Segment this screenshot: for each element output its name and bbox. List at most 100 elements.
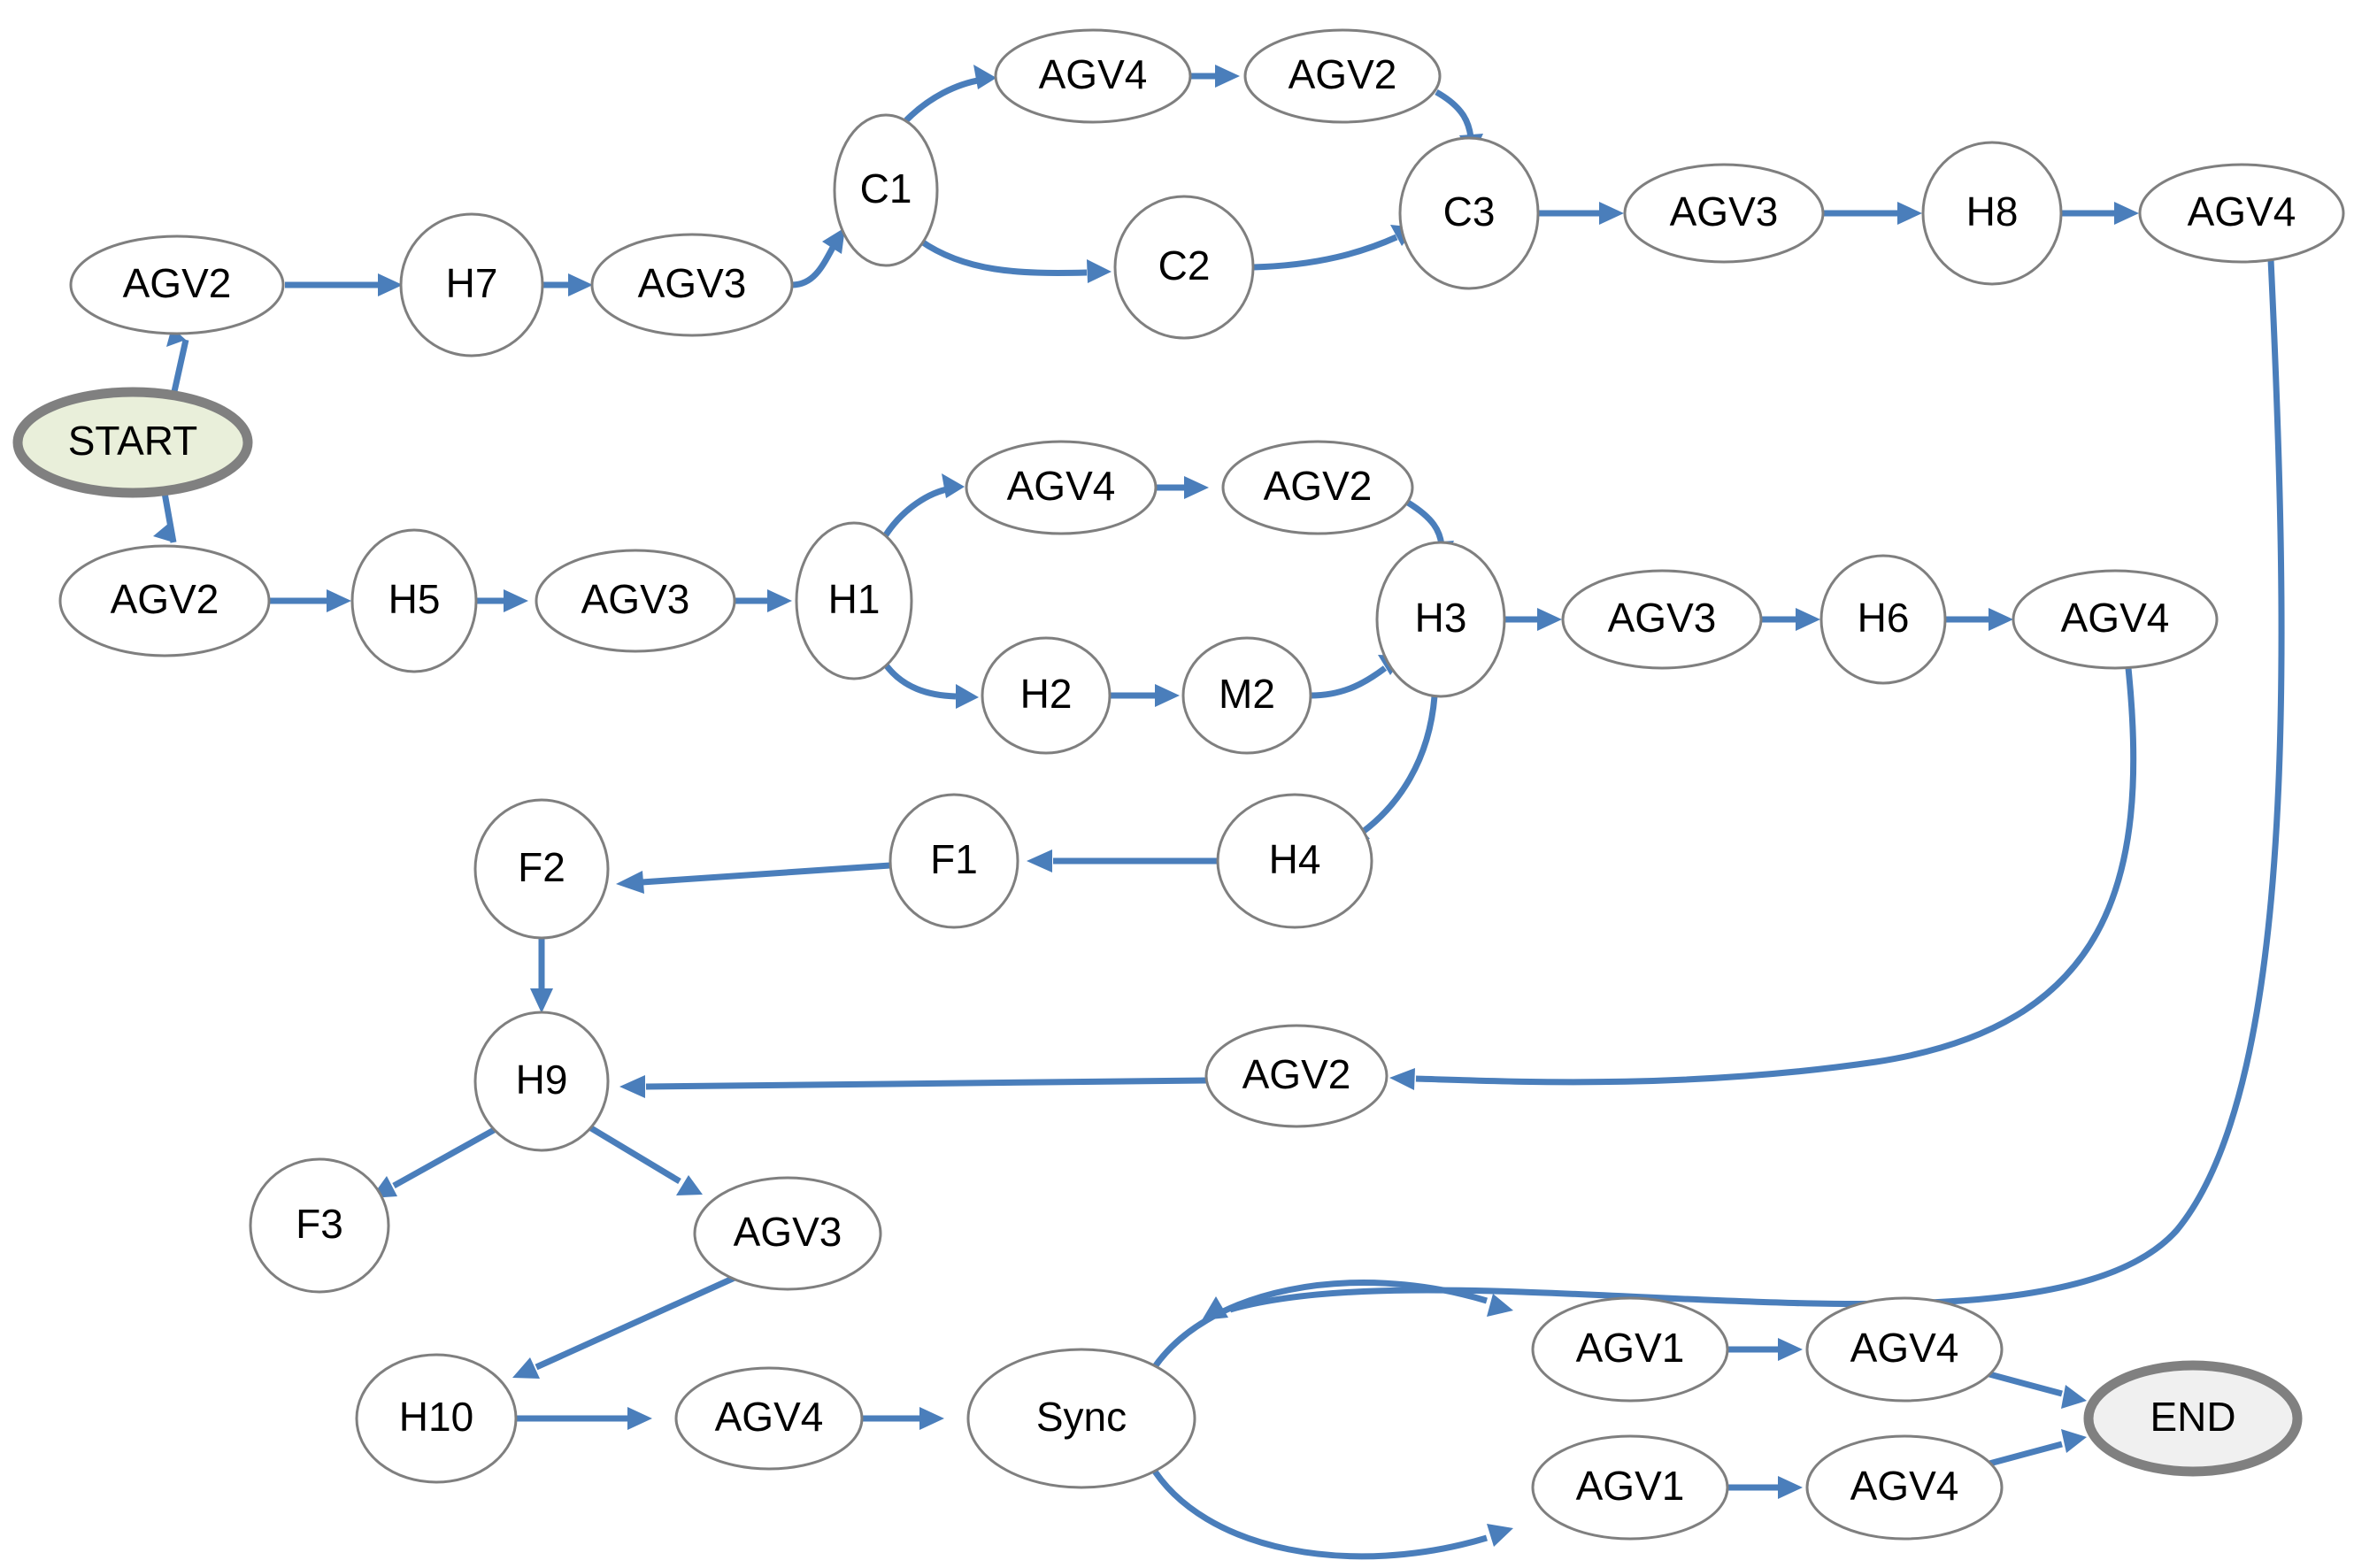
- arrowhead-icon: [2061, 1429, 2087, 1453]
- arrowhead-icon: [568, 273, 593, 296]
- node-agv2_r1[interactable]: AGV2: [69, 234, 285, 335]
- arrowhead-icon: [676, 1175, 703, 1195]
- arrowhead-icon: [1027, 849, 1052, 872]
- node-h1[interactable]: H1: [795, 521, 913, 680]
- node-shape-agv2_r3[interactable]: [1204, 1024, 1389, 1128]
- node-shape-agv1_b[interactable]: [1531, 1434, 1729, 1541]
- node-shape-agv3_r1[interactable]: [590, 233, 794, 337]
- node-shape-f1[interactable]: [889, 793, 1019, 929]
- node-shape-end[interactable]: [2083, 1360, 2303, 1477]
- node-shape-c3[interactable]: [1398, 136, 1540, 290]
- node-shape-h1[interactable]: [795, 521, 913, 680]
- node-f1[interactable]: F1: [889, 793, 1019, 929]
- node-f2[interactable]: F2: [473, 798, 610, 940]
- node-h4[interactable]: H4: [1216, 793, 1373, 929]
- node-h10[interactable]: H10: [355, 1353, 518, 1484]
- arrowhead-icon: [2061, 1385, 2087, 1409]
- node-shape-agv3_r2b[interactable]: [1561, 569, 1763, 670]
- node-shape-c2[interactable]: [1113, 195, 1255, 340]
- edge-agv1_b-to-agv4_b: [1727, 1476, 1803, 1499]
- node-h9[interactable]: H9: [473, 1011, 610, 1152]
- node-agv4_b[interactable]: AGV4: [1805, 1434, 2004, 1541]
- node-shape-agv4_r3[interactable]: [674, 1366, 864, 1471]
- node-shape-agv3_r3[interactable]: [693, 1176, 882, 1291]
- node-agv3_r1b[interactable]: AGV3: [1623, 163, 1825, 264]
- node-agv3_r2[interactable]: AGV3: [535, 549, 736, 653]
- node-shape-h2[interactable]: [981, 636, 1112, 755]
- node-shape-sync[interactable]: [966, 1348, 1196, 1489]
- node-agv4_r3[interactable]: AGV4: [674, 1366, 864, 1471]
- node-shape-agv4_a[interactable]: [1805, 1296, 2004, 1403]
- node-shape-h4[interactable]: [1216, 793, 1373, 929]
- node-agv4_a[interactable]: AGV4: [1805, 1296, 2004, 1403]
- node-agv2_r2[interactable]: AGV2: [58, 544, 271, 657]
- node-agv2_t2[interactable]: AGV2: [1221, 440, 1414, 535]
- node-agv3_r3[interactable]: AGV3: [693, 1176, 882, 1291]
- node-shape-agv2_t1[interactable]: [1243, 28, 1442, 124]
- node-agv4_r1end[interactable]: AGV4: [2138, 163, 2345, 264]
- node-shape-agv2_t2[interactable]: [1221, 440, 1414, 535]
- node-c3[interactable]: C3: [1398, 136, 1540, 290]
- node-shape-agv1_a[interactable]: [1531, 1296, 1729, 1403]
- edge-start-to-agv2_r1: [166, 327, 189, 396]
- node-agv4_r2end[interactable]: AGV4: [2012, 569, 2219, 670]
- node-m2[interactable]: M2: [1181, 636, 1312, 755]
- node-h2[interactable]: H2: [981, 636, 1112, 755]
- node-shape-f3[interactable]: [249, 1157, 390, 1294]
- node-shape-h8[interactable]: [1921, 141, 2063, 286]
- arrowhead-icon: [2114, 202, 2139, 225]
- node-shape-agv2_r1[interactable]: [69, 234, 285, 335]
- node-c2[interactable]: C2: [1113, 195, 1255, 340]
- node-shape-agv4_t2[interactable]: [965, 440, 1158, 535]
- node-shape-f2[interactable]: [473, 798, 610, 940]
- node-shape-h7[interactable]: [399, 212, 544, 357]
- node-shape-agv3_r2[interactable]: [535, 549, 736, 653]
- node-shape-agv4_b[interactable]: [1805, 1434, 2004, 1541]
- node-h7[interactable]: H7: [399, 212, 544, 357]
- node-shape-h9[interactable]: [473, 1011, 610, 1152]
- arrowhead-icon: [1897, 202, 1922, 225]
- node-agv4_t1[interactable]: AGV4: [994, 28, 1192, 124]
- node-shape-c1[interactable]: [833, 113, 939, 267]
- edge-h7-to-agv3_r1: [543, 273, 593, 296]
- node-shape-start[interactable]: [12, 387, 253, 498]
- node-h5[interactable]: H5: [350, 528, 478, 673]
- node-shape-h6[interactable]: [1819, 554, 1947, 685]
- edge-h6-to-agv4_r2end: [1945, 608, 2013, 631]
- edge-agv4_r2end-to-agv2_r3: [1389, 667, 2137, 1090]
- arrowhead-icon: [919, 1407, 944, 1430]
- node-shape-h5[interactable]: [350, 528, 478, 673]
- edge-agv4_a-to-end: [1989, 1371, 2087, 1409]
- node-shape-agv4_r2end[interactable]: [2012, 569, 2219, 670]
- node-sync[interactable]: Sync: [966, 1348, 1196, 1489]
- node-shape-h3[interactable]: [1375, 541, 1506, 698]
- node-shape-agv4_r1end[interactable]: [2138, 163, 2345, 264]
- edge-f2-to-h9: [530, 938, 553, 1013]
- node-h6[interactable]: H6: [1819, 554, 1947, 685]
- node-end[interactable]: END: [2083, 1360, 2303, 1477]
- node-shape-m2[interactable]: [1181, 636, 1312, 755]
- node-agv2_r3[interactable]: AGV2: [1204, 1024, 1389, 1128]
- node-f3[interactable]: F3: [249, 1157, 390, 1294]
- node-agv4_t2[interactable]: AGV4: [965, 440, 1158, 535]
- arrowhead-icon: [616, 871, 644, 894]
- node-h3[interactable]: H3: [1375, 541, 1506, 698]
- arrowhead-icon: [1215, 65, 1240, 88]
- node-shape-agv2_r2[interactable]: [58, 544, 271, 657]
- node-agv1_b[interactable]: AGV1: [1531, 1434, 1729, 1541]
- node-shape-h10[interactable]: [355, 1353, 518, 1484]
- arrowhead-icon: [512, 1357, 540, 1379]
- arrowhead-icon: [822, 227, 845, 254]
- node-agv3_r1[interactable]: AGV3: [590, 233, 794, 337]
- node-agv3_r2b[interactable]: AGV3: [1561, 569, 1763, 670]
- node-agv1_a[interactable]: AGV1: [1531, 1296, 1729, 1403]
- node-start[interactable]: START: [12, 387, 253, 498]
- node-shape-agv4_t1[interactable]: [994, 28, 1192, 124]
- arrowhead-icon: [973, 65, 996, 89]
- edge-h8-to-agv4_r1end: [2061, 202, 2139, 225]
- node-shape-agv3_r1b[interactable]: [1623, 163, 1825, 264]
- node-h8[interactable]: H8: [1921, 141, 2063, 286]
- node-c1[interactable]: C1: [833, 113, 939, 267]
- node-agv2_t1[interactable]: AGV2: [1243, 28, 1442, 124]
